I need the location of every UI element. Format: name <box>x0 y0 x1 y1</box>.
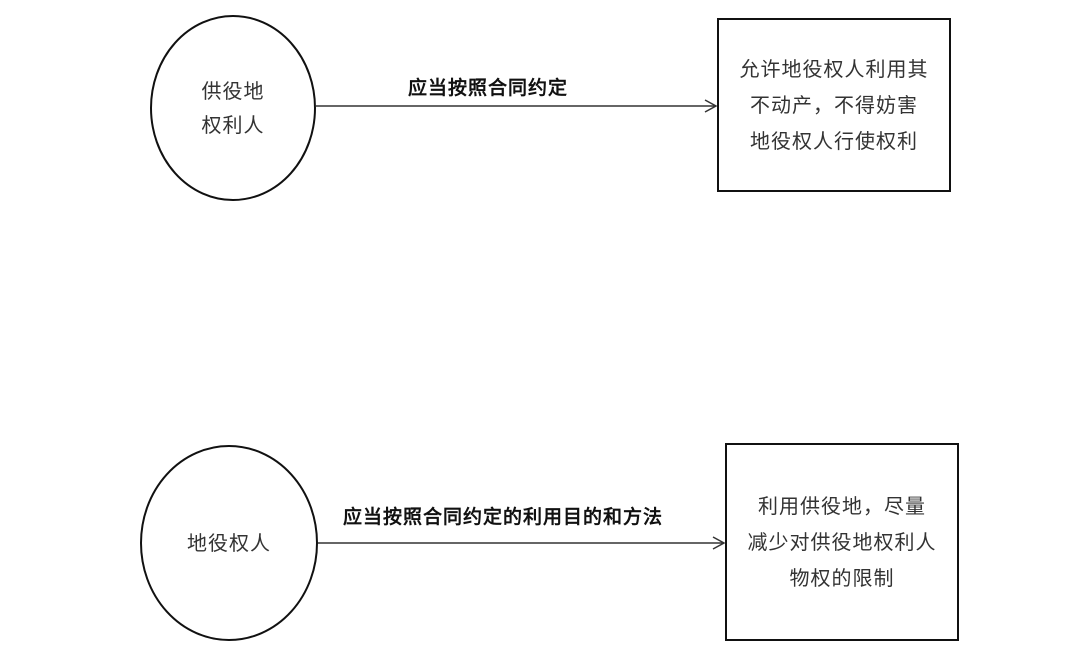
source-node-2 <box>140 445 318 641</box>
target-node-2-line: 物权的限制 <box>789 566 895 590</box>
source-node-1-line: 权利人 <box>201 113 265 137</box>
target-node-1-line: 地役权人行使权利 <box>750 129 918 153</box>
source-node-1-label: 供役地 权利人 <box>151 16 315 200</box>
target-node-2-label: 利用供役地，尽量 减少对供役地权利人 物权的限制 <box>726 444 958 640</box>
source-node-1 <box>150 15 316 201</box>
target-node-1-label: 允许地役权人利用其 不动产，不得妨害 地役权人行使权利 <box>718 19 950 191</box>
target-node-2 <box>725 443 959 641</box>
edge-label-2: 应当按照合同约定的利用目的和方法 <box>343 506 664 528</box>
target-node-1-line: 允许地役权人利用其 <box>739 57 929 81</box>
target-node-2-line: 利用供役地，尽量 <box>758 494 926 518</box>
source-node-1-line: 供役地 <box>201 79 265 103</box>
target-node-1 <box>717 18 951 192</box>
target-node-1-line: 不动产，不得妨害 <box>750 93 918 117</box>
source-node-2-label: 地役权人 <box>141 446 317 640</box>
target-node-2-line: 减少对供役地权利人 <box>747 530 937 554</box>
source-node-2-line: 地役权人 <box>187 531 271 555</box>
edge-label-1: 应当按照合同约定 <box>408 77 569 99</box>
